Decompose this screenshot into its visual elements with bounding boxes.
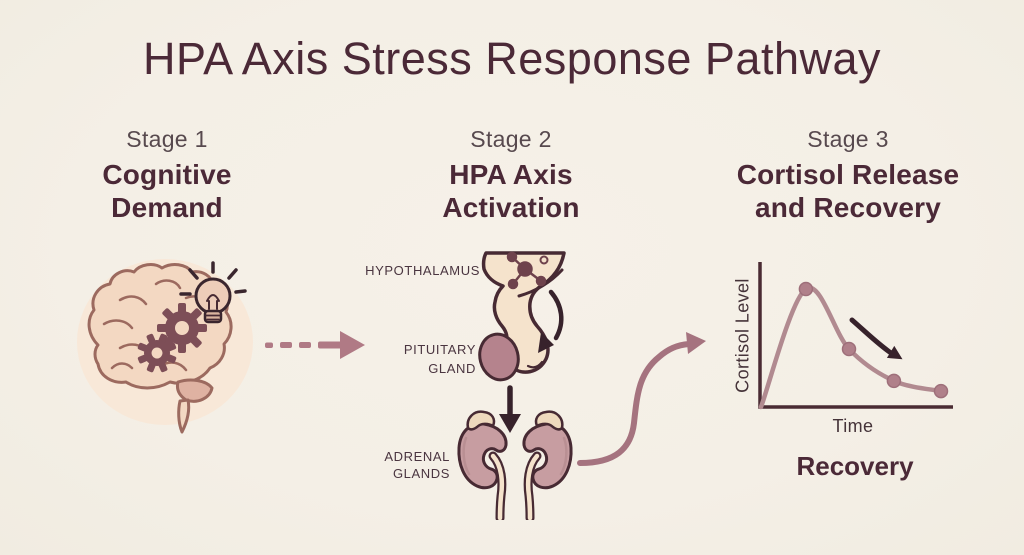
curved-down-arrow-icon: [538, 289, 564, 353]
kidney-right: [522, 410, 573, 520]
adrenal-gland-right: [534, 410, 564, 431]
adrenal-glands-label: ADRENAL GLANDS: [300, 448, 450, 482]
brain-cerebellum: [176, 378, 214, 403]
brain-folds: [102, 279, 210, 372]
kidney-adrenal-illustration: [457, 410, 573, 520]
stage1-label: Stage 1: [126, 126, 208, 152]
hypothalamus-label: HYPOTHALAMUS: [365, 263, 480, 278]
chart-data-point: [798, 281, 814, 297]
molecule-icon: [506, 251, 549, 290]
gear-icon: [157, 303, 207, 353]
stage2-title-line1: HPA Axis: [449, 159, 573, 190]
chart-data-point: [933, 383, 949, 399]
brain-stem: [177, 398, 191, 434]
stage1-title-line2: Demand: [111, 192, 223, 223]
s-curve-arrow-icon: [577, 332, 706, 466]
gear-icon-small: [137, 333, 177, 373]
cortisol-curve: [758, 285, 944, 410]
pituitary-detail-line: [526, 360, 544, 369]
y-axis-label: Cortisol Level: [732, 278, 753, 393]
stage2-title-line2: Activation: [442, 192, 580, 223]
dashed-arrow-icon: [265, 331, 365, 359]
down-arrow-icon: [499, 385, 521, 433]
adrenal-label-line2: GLANDS: [392, 466, 450, 481]
recovery-caption: Recovery: [796, 451, 914, 481]
stage2-title: HPA Axis Activation: [381, 158, 641, 224]
adrenal-gland-left: [466, 410, 496, 431]
lightbulb-icon: [179, 261, 247, 324]
stage3-label: Stage 3: [807, 126, 889, 152]
stage3-title: Cortisol Release and Recovery: [718, 158, 978, 224]
stage1-title: Cognitive Demand: [37, 158, 297, 224]
lightbulb-rays: [179, 261, 247, 296]
pituitary-gland-label: PITUITARY GLAND: [328, 340, 476, 378]
adrenal-label-line1: ADRENAL: [384, 449, 450, 464]
chart-data-point: [841, 341, 857, 357]
cortisol-chart: [758, 262, 953, 410]
brain-illustration: [77, 259, 253, 434]
page-title: HPA Axis Stress Response Pathway: [143, 33, 881, 84]
pituitary-posterior-lobe: [478, 332, 520, 382]
declining-arrow-icon: [849, 317, 903, 360]
x-axis-label: Time: [832, 416, 874, 436]
stage1-title-line1: Cognitive: [102, 159, 232, 190]
stage3-title-line1: Cortisol Release: [736, 159, 960, 190]
chart-axes: [758, 262, 953, 409]
pituitary-label-line1: PITUITARY: [403, 342, 476, 357]
chart-data-point: [886, 373, 902, 389]
kidney-left: [457, 410, 508, 520]
stage2-label: Stage 2: [470, 126, 552, 152]
pituitary-label-line2: GLAND: [428, 361, 476, 376]
hpa-anatomy-illustration: [457, 251, 573, 520]
chart-dots: [798, 281, 949, 399]
brain-base-line: [517, 268, 564, 298]
stage3-title-line2: and Recovery: [754, 192, 942, 223]
